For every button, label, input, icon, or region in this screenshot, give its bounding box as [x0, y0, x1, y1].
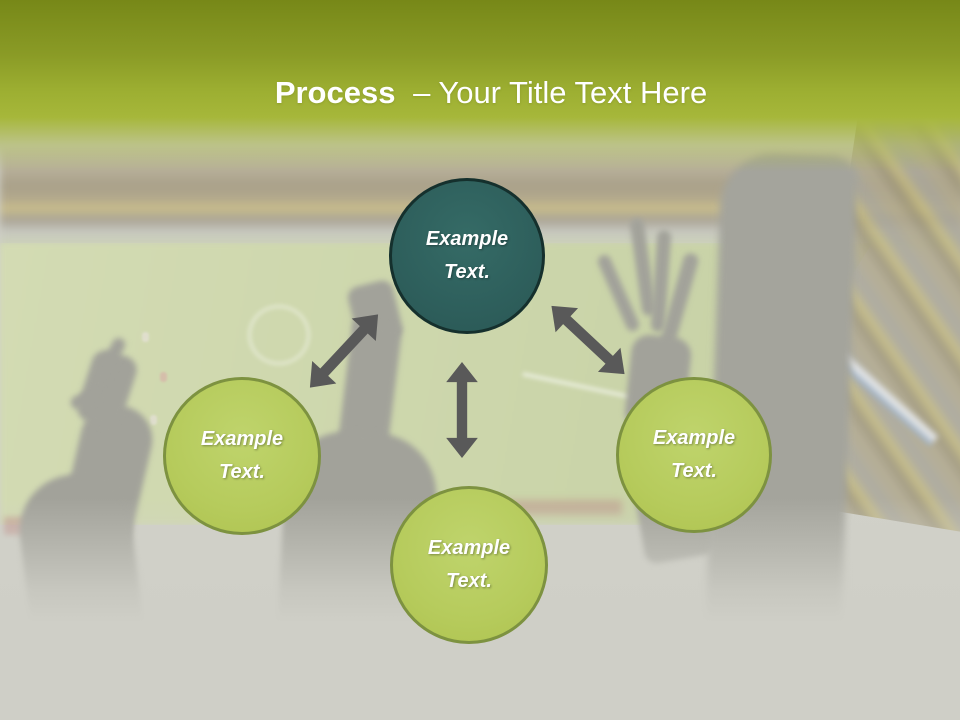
title-banner	[0, 0, 960, 172]
player-dot	[142, 332, 149, 342]
connector-top-to-left-arrow-icon	[295, 301, 392, 401]
node-label: Example Text.	[652, 427, 736, 482]
slide-title-rest: – Your Title Text Here	[413, 74, 708, 110]
node-label: Example Text.	[427, 537, 511, 592]
player-dot	[150, 415, 157, 425]
connector-top-to-right-arrow-icon	[538, 291, 638, 388]
diagram-node-bottom-center: Example Text.	[390, 486, 548, 644]
node-label: Example Text.	[200, 428, 284, 483]
diagram-node-right: Example Text.	[616, 377, 772, 533]
field-center-circle-line	[248, 305, 310, 365]
node-label: Example Text.	[425, 228, 509, 283]
slide-title-keyword: Process	[274, 74, 396, 110]
player-dot	[160, 372, 167, 382]
connector-top-to-bottom-arrow-icon	[442, 362, 482, 458]
diagram-node-left: Example Text.	[163, 377, 321, 535]
slide-title: Process – Your Title Text Here	[0, 71, 960, 115]
diagram-node-top: Example Text.	[389, 178, 545, 334]
